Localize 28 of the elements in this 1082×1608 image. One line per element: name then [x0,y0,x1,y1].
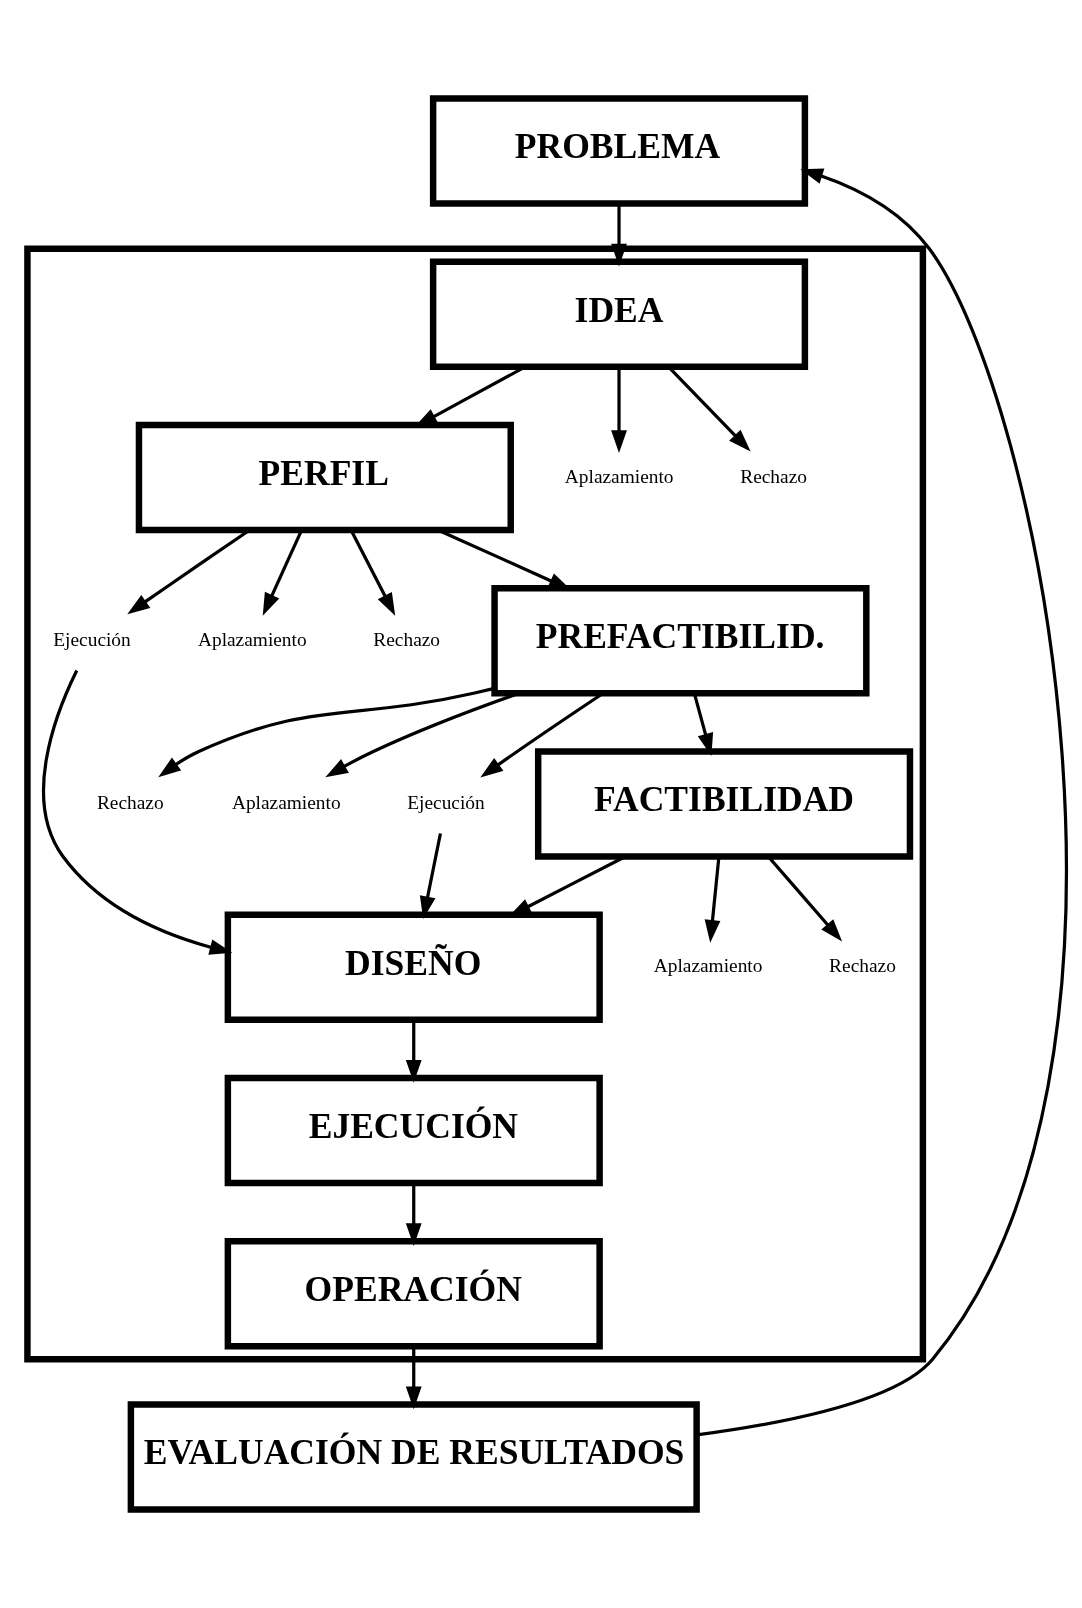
node-box: PREFACTIBILID. [491,585,870,697]
node-box: PERFIL [135,421,514,534]
node-text: Aplazamiento [653,955,763,977]
arrow [42,669,233,955]
node-text: Aplazamiento [231,792,341,814]
arrow [692,693,714,756]
node-box: FACTIBILIDAD [534,748,914,860]
arrow [696,168,1068,1437]
node-box: PROBLEMA [429,95,809,207]
node-text: Rechazo [96,792,164,814]
node-box: EJECUCIÓN [224,1074,603,1187]
arrow [704,856,721,943]
arrow [419,833,443,919]
node-text: Ejecución [407,792,485,814]
node-text: Rechazo [829,955,896,977]
arrow [158,686,495,778]
node-text: Aplazamiento [197,628,307,650]
arrow [611,203,627,267]
node-text: Ejecución [53,628,131,650]
node-box: DISEÑO [224,911,603,1023]
node-box: EVALUACIÓN DE RESULTADOS [127,1401,700,1513]
node-text: Rechazo [373,628,441,650]
arrow [405,1183,422,1246]
node-box: IDEA [429,258,809,370]
node-box: OPERACIÓN [224,1238,603,1350]
arrow [405,1346,422,1410]
node-text: Rechazo [740,465,807,487]
node-text: Aplazamiento [564,465,674,487]
